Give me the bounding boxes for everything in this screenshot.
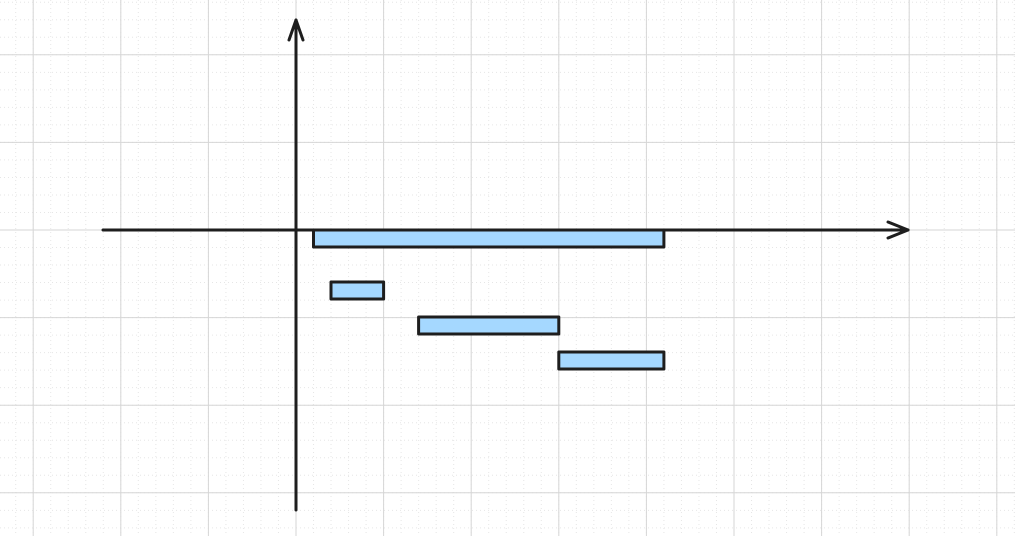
- bar-2[interactable]: [329, 280, 386, 301]
- y-axis-arrowhead: [287, 18, 305, 42]
- y-axis-arrow[interactable]: [287, 18, 305, 512]
- bar-3[interactable]: [417, 315, 561, 336]
- x-axis-arrowhead: [886, 220, 910, 240]
- bars-group: [312, 228, 666, 371]
- bar-1[interactable]: [312, 228, 666, 249]
- bar-4[interactable]: [557, 350, 666, 371]
